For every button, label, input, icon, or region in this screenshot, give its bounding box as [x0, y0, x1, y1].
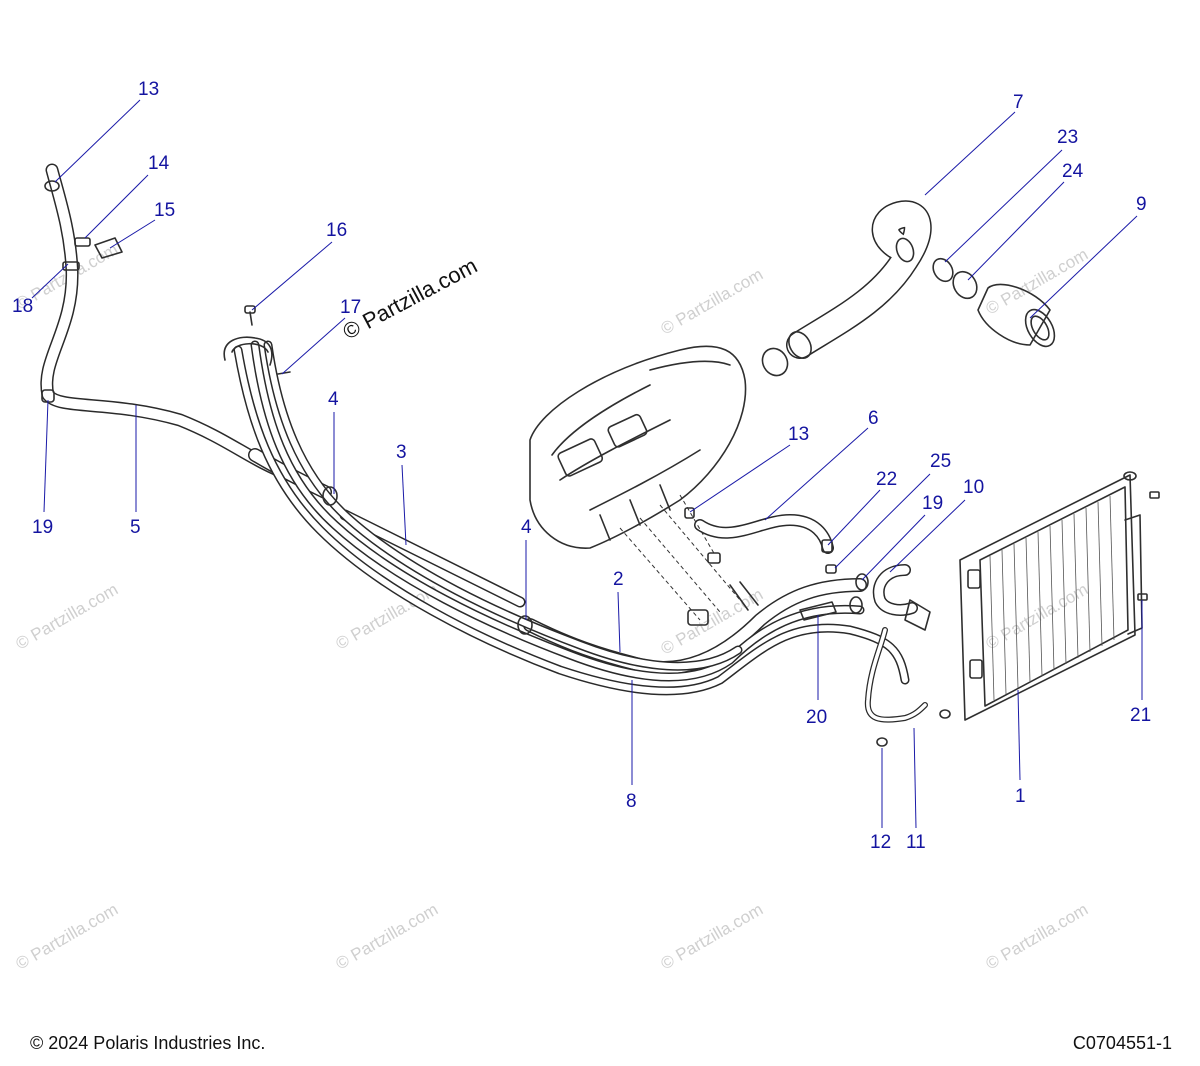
callout-labels: 13 14 15 18 19 5 16 17 4 3 4 13 6 2 8 22… — [12, 79, 1151, 853]
hose-5 — [40, 163, 297, 482]
lines-8 — [233, 340, 910, 696]
callout-18: 18 — [12, 296, 33, 317]
callout-5: 5 — [130, 517, 141, 538]
callout-25: 25 — [930, 451, 951, 472]
watermark-3: © Partzilla.com — [983, 245, 1092, 319]
fittings-center — [684, 507, 759, 626]
clamp-24 — [952, 270, 978, 300]
callout-3: 3 — [396, 442, 407, 463]
screw-17 — [277, 371, 291, 375]
air-box — [529, 345, 747, 549]
callout-1: 1 — [1015, 786, 1026, 807]
tube-3 — [339, 509, 526, 608]
watermark-10: © Partzilla.com — [658, 900, 767, 974]
callout-13-center: 13 — [788, 424, 809, 445]
fitting-20 — [799, 601, 837, 621]
clamp-18 — [62, 261, 80, 271]
diagram-code: C0704551-1 — [1072, 1033, 1172, 1053]
callout-19-right: 19 — [922, 493, 943, 514]
nut-12 — [876, 737, 888, 747]
air-filter-9 — [977, 283, 1056, 348]
watermark-4: © Partzilla.com — [13, 580, 122, 654]
hose-6 — [694, 514, 834, 554]
watermark-grid: © Partzilla.com © Partzilla.com © Partzi… — [13, 240, 1092, 974]
bracket-15 — [94, 237, 123, 259]
callout-23: 23 — [1057, 127, 1078, 148]
fitting-22-25 — [821, 539, 869, 614]
clamp-4-lower — [517, 615, 533, 635]
callout-8: 8 — [626, 791, 637, 812]
callout-9: 9 — [1136, 194, 1147, 215]
callout-11: 11 — [906, 832, 926, 853]
callout-10: 10 — [963, 477, 984, 498]
callout-4-lower: 4 — [521, 517, 532, 538]
watermark-7: © Partzilla.com — [983, 580, 1092, 654]
watermark-9: © Partzilla.com — [333, 900, 442, 974]
watermark-8: © Partzilla.com — [13, 900, 122, 974]
bolt-14 — [74, 237, 91, 247]
line-11 — [864, 627, 928, 723]
callout-13-top: 13 — [138, 79, 159, 100]
callout-12: 12 — [870, 832, 891, 853]
callout-17: 17 — [340, 297, 361, 318]
callout-20: 20 — [806, 707, 827, 728]
callout-24: 24 — [1062, 161, 1084, 182]
callout-21: 21 — [1130, 705, 1151, 726]
hose-7 — [786, 200, 932, 359]
copyright-text: © 2024 Polaris Industries Inc. — [30, 1033, 266, 1053]
callout-16: 16 — [326, 220, 347, 241]
assembly-dash-lines — [619, 494, 741, 621]
callout-4-upper: 4 — [328, 389, 339, 410]
callout-22: 22 — [876, 469, 897, 490]
callout-2: 2 — [613, 569, 624, 590]
clamp-4-upper — [322, 486, 338, 506]
clamp-23 — [761, 257, 954, 377]
hose-10 — [872, 564, 918, 616]
callout-19-left: 19 — [32, 517, 53, 538]
condenser-1 — [939, 471, 1143, 721]
watermark-2: © Partzilla.com — [658, 265, 767, 339]
callout-6: 6 — [868, 408, 879, 429]
line-8-fitting — [223, 336, 273, 366]
callout-7: 7 — [1013, 92, 1024, 113]
leader-lines — [31, 99, 1143, 829]
fitting-10 — [904, 599, 931, 631]
callout-15: 15 — [154, 200, 175, 221]
watermark-11: © Partzilla.com — [983, 900, 1092, 974]
bolt-16 — [244, 305, 256, 326]
cap-13-top — [44, 180, 60, 192]
callout-14: 14 — [148, 153, 170, 174]
